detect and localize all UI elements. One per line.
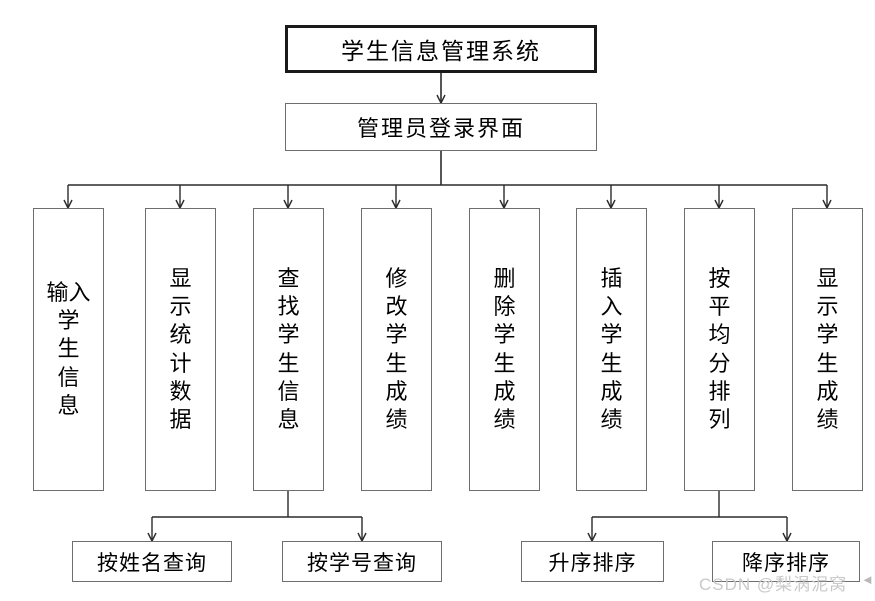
node-show-statistics[interactable]: 显 示 统 计 数 据 (145, 208, 216, 491)
node-col-label: 修 改 学 生 成 绩 (385, 266, 408, 432)
node-find-student-info[interactable]: 查 找 学 生 信 息 (253, 208, 324, 491)
node-input-student-info[interactable]: 输入 学 生 信 息 (33, 208, 104, 491)
node-insert-student-score[interactable]: 插 入 学 生 成 绩 (576, 208, 647, 491)
node-student-info-management-system[interactable]: 学生信息管理系统 (285, 25, 597, 73)
wire-sort-to-leaves (587, 491, 792, 543)
node-login-label: 管理员登录界面 (356, 116, 525, 141)
wire-find-to-leaves (147, 491, 367, 543)
node-col-label: 显 示 学 生 成 绩 (816, 266, 839, 432)
node-ascending-sort[interactable]: 升序排序 (521, 541, 664, 582)
node-leaf-label: 升序排序 (548, 550, 637, 575)
node-col-label: 显 示 统 计 数 据 (169, 266, 192, 432)
node-leaf-label: 按学号查询 (307, 550, 417, 575)
node-query-by-student-id[interactable]: 按学号查询 (282, 541, 442, 582)
node-sort-by-average[interactable]: 按 平 均 分 排 列 (684, 208, 755, 491)
node-col-label: 输入 学 生 信 息 (46, 280, 91, 418)
watermark-arrow-icon: ◄ (861, 572, 874, 587)
node-col-label: 按 平 均 分 排 列 (708, 266, 731, 432)
node-root-label: 学生信息管理系统 (341, 39, 541, 64)
csdn-watermark: CSDN @梨涡泥窝 (699, 575, 848, 594)
node-show-student-score[interactable]: 显 示 学 生 成 绩 (792, 208, 863, 491)
node-col-label: 删 除 学 生 成 绩 (493, 266, 516, 432)
node-col-label: 查 找 学 生 信 息 (277, 266, 300, 432)
node-leaf-label: 降序排序 (742, 550, 830, 575)
node-delete-student-score[interactable]: 删 除 学 生 成 绩 (469, 208, 540, 491)
node-descending-sort[interactable]: 降序排序 (712, 541, 860, 582)
node-admin-login-interface[interactable]: 管理员登录界面 (285, 103, 597, 151)
wire-main-bus (63, 184, 832, 210)
node-query-by-name[interactable]: 按姓名查询 (72, 541, 232, 582)
node-col-label: 插 入 学 生 成 绩 (600, 266, 623, 432)
node-leaf-label: 按姓名查询 (97, 550, 207, 575)
node-modify-student-score[interactable]: 修 改 学 生 成 绩 (361, 208, 432, 491)
